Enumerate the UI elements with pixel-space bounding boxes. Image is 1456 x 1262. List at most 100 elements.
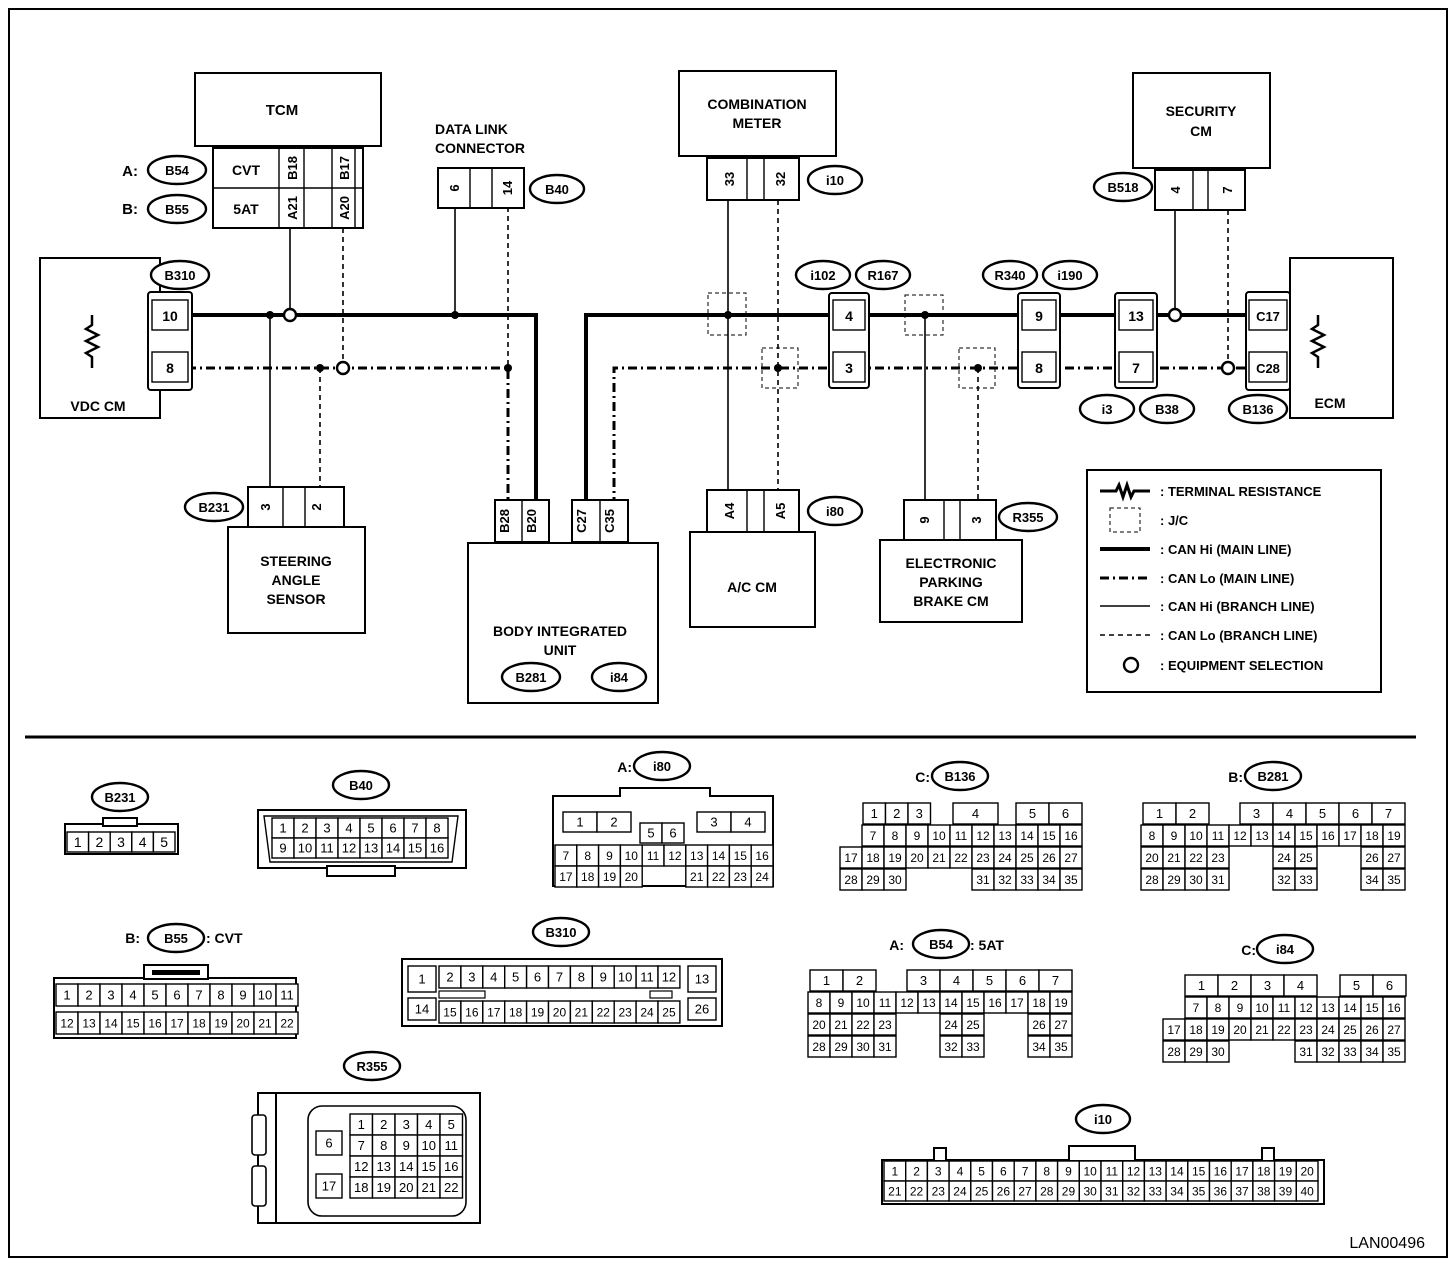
legend-equipment-selection: : EQUIPMENT SELECTION bbox=[1160, 658, 1323, 673]
pin-number: 39 bbox=[1279, 1184, 1293, 1198]
pin-number: 23 bbox=[932, 1184, 946, 1198]
pin-number: 27 bbox=[1054, 1018, 1068, 1032]
pin-number: 22 bbox=[954, 851, 968, 865]
svg-text:i80: i80 bbox=[826, 504, 844, 519]
pin-number: 20 bbox=[910, 851, 924, 865]
svg-text:ANGLE: ANGLE bbox=[272, 572, 321, 588]
pin-number: 28 bbox=[812, 1040, 826, 1054]
pin-cell bbox=[1371, 802, 1406, 825]
pin-cell bbox=[1295, 1180, 1319, 1202]
pin-cell bbox=[1059, 846, 1083, 869]
svg-text:C28: C28 bbox=[1256, 361, 1280, 376]
pin-number: 7 bbox=[563, 849, 570, 863]
pin-number: 34 bbox=[1170, 1184, 1184, 1198]
pin-number: 4 bbox=[744, 815, 751, 830]
svg-text:UNIT: UNIT bbox=[544, 642, 577, 658]
svg-text:SENSOR: SENSOR bbox=[266, 591, 325, 607]
pin-number: 11 bbox=[647, 849, 660, 863]
pin-number: 11 bbox=[280, 988, 294, 1003]
pin-number: 15 bbox=[734, 849, 748, 863]
pin-number: 12 bbox=[668, 849, 682, 863]
pin-number: 26 bbox=[1042, 851, 1056, 865]
pin-number: 8 bbox=[1215, 1001, 1222, 1015]
svg-text:B:: B: bbox=[1228, 769, 1243, 785]
pin-number: 7 bbox=[411, 821, 418, 836]
pin-number: 1 bbox=[74, 834, 82, 850]
pin-number: 19 bbox=[377, 1180, 391, 1195]
svg-text:CONNECTOR: CONNECTOR bbox=[435, 140, 525, 156]
svg-text:4: 4 bbox=[1168, 186, 1183, 194]
svg-text:R340: R340 bbox=[994, 268, 1025, 283]
pin-number: 4 bbox=[129, 988, 136, 1003]
svg-text:i84: i84 bbox=[610, 670, 629, 685]
inline-connector-i102-r167: 4 3 bbox=[828, 292, 870, 389]
inline-connector-r340-i190: 9 8 bbox=[1017, 292, 1061, 389]
pin-number: 21 bbox=[1167, 851, 1181, 865]
pin-number: 15 bbox=[443, 1005, 457, 1019]
svg-text:B17: B17 bbox=[337, 156, 352, 180]
pin-number: 10 bbox=[422, 1138, 436, 1153]
pin-number: 30 bbox=[1083, 1184, 1097, 1198]
pin-number: 13 bbox=[998, 829, 1012, 843]
pin-number: 12 bbox=[342, 841, 356, 856]
svg-text:R355: R355 bbox=[356, 1059, 387, 1074]
pin-number: 13 bbox=[1255, 829, 1269, 843]
electronic-parking-brake-cm: 9 3 ELECTRONIC PARKING BRAKE CM R355 bbox=[879, 499, 1059, 623]
svg-text:ELECTRONIC: ELECTRONIC bbox=[906, 555, 997, 571]
pin-number: 6 bbox=[389, 821, 396, 836]
pin-number: 15 bbox=[422, 1159, 436, 1174]
svg-text:i10: i10 bbox=[826, 173, 844, 188]
pin-cell bbox=[842, 969, 877, 992]
pin-number: 20 bbox=[625, 870, 639, 884]
pin-number: 1 bbox=[576, 815, 583, 830]
pin-number: 12 bbox=[976, 829, 990, 843]
pin-number: 4 bbox=[957, 1164, 964, 1178]
pin-number: 16 bbox=[1321, 829, 1335, 843]
pin-cell bbox=[952, 802, 999, 825]
pin-number: 2 bbox=[610, 815, 617, 830]
pin-number: 17 bbox=[1235, 1164, 1249, 1178]
svg-text:B20: B20 bbox=[524, 509, 539, 533]
pin-number: 18 bbox=[509, 1005, 523, 1019]
pin-number: 6 bbox=[669, 826, 676, 841]
pin-number: 1 bbox=[871, 806, 878, 821]
pin-number: 23 bbox=[1211, 851, 1225, 865]
pin-number: 25 bbox=[1020, 851, 1034, 865]
pin-number: 20 bbox=[553, 1005, 567, 1019]
pin-number: 27 bbox=[1387, 1023, 1401, 1037]
pin-number: 2 bbox=[96, 834, 104, 850]
pin-cell bbox=[152, 831, 176, 853]
svg-text:A20: A20 bbox=[337, 196, 352, 220]
pin-number: 9 bbox=[1237, 1001, 1244, 1015]
pin-number: 25 bbox=[975, 1184, 989, 1198]
pin-number: 33 bbox=[1299, 873, 1313, 887]
pin-number: 18 bbox=[354, 1180, 368, 1195]
svg-text:B54: B54 bbox=[929, 937, 954, 952]
pin-cell bbox=[687, 997, 717, 1021]
pin-number: 9 bbox=[838, 996, 845, 1010]
pin-number: 5 bbox=[1353, 978, 1360, 993]
pin-number: 4 bbox=[1297, 978, 1304, 993]
svg-text:C17: C17 bbox=[1256, 309, 1280, 324]
pin-number: 17 bbox=[1010, 996, 1024, 1010]
pin-number: 4 bbox=[425, 1117, 432, 1132]
ac-cm: A4 A5 A/C CM i80 bbox=[689, 489, 864, 628]
pin-number: 21 bbox=[834, 1018, 848, 1032]
pin-number: 2 bbox=[913, 1164, 920, 1178]
pin-number: 7 bbox=[195, 988, 202, 1003]
pin-number: 10 bbox=[1189, 829, 1203, 843]
pin-number: 8 bbox=[217, 988, 224, 1003]
pin-number: 13 bbox=[1149, 1164, 1163, 1178]
pin-number: 22 bbox=[856, 1018, 870, 1032]
pin-cell bbox=[1048, 802, 1083, 825]
pin-number: 24 bbox=[1277, 851, 1291, 865]
page-frame bbox=[8, 8, 1448, 1258]
pin-number: 13 bbox=[364, 841, 378, 856]
pin-number: 21 bbox=[258, 1016, 272, 1030]
pin-number: 24 bbox=[953, 1184, 967, 1198]
pin-number: 11 bbox=[445, 1138, 459, 1153]
pin-cell bbox=[1175, 802, 1210, 825]
svg-text:A:: A: bbox=[889, 937, 904, 953]
